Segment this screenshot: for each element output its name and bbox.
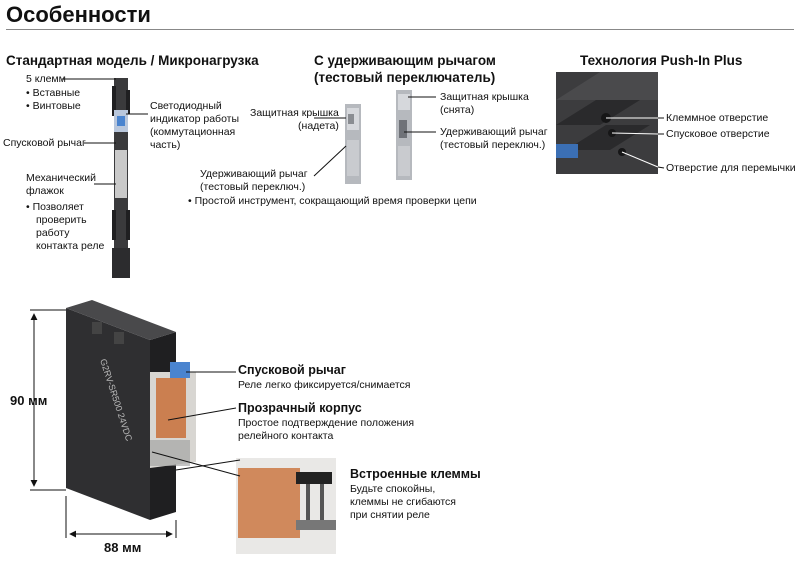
hold-lever-note: Простой инструмент, сокращающий время пр… <box>188 195 477 208</box>
width-dimension: 88 мм <box>104 540 142 555</box>
standard-relay-image <box>112 78 130 278</box>
push-in-plus-image <box>556 72 658 174</box>
cover-on-label: Защитная крышка (надета) <box>250 107 339 132</box>
main-leaders <box>151 371 241 477</box>
page-title: Особенности <box>6 2 151 27</box>
standard-model-heading: Стандартная модель / Микронагрузка <box>6 53 259 68</box>
built-in-terminals-title: Встроенные клеммы <box>350 467 481 481</box>
clear-case-desc: Простое подтверждение положения релейног… <box>238 417 415 442</box>
built-in-terminals-desc: Будьте спокойны, клеммы не сгибаются при… <box>350 483 456 521</box>
hold-relay-cover-on-image <box>345 104 361 184</box>
hold-relay-cover-off-image <box>396 90 412 180</box>
terminals-closeup-image <box>236 458 336 554</box>
release-hole-label: Спусковое отверстие <box>666 128 770 140</box>
push-in-leaders <box>606 117 659 168</box>
cover-off-label: Защитная крышка (снята) <box>440 91 529 116</box>
jumper-hole-label: Отверстие для перемычки <box>666 162 796 174</box>
release-lever-title: Спусковой рычаг <box>238 363 346 377</box>
main-relay-image: G2RV-SR500 24VDC <box>66 300 196 520</box>
led-indicator-label: Светодиодный индикатор работы (коммутаци… <box>150 100 240 151</box>
title-divider <box>6 29 794 30</box>
terminal-type-2: Винтовые <box>26 100 81 113</box>
standard-leaders <box>62 78 148 185</box>
terminals-count-label: 5 клемм <box>26 73 66 85</box>
release-lever-label: Спусковой рычаг <box>3 137 86 149</box>
dimension-lines <box>30 309 177 538</box>
terminal-hole-label: Клеммное отверстие <box>666 112 769 124</box>
hold-lever-right-label: Удерживающий рычаг (тестовый переключ.) <box>440 126 548 151</box>
hold-leaders <box>313 96 436 177</box>
hold-lever-heading: С удерживающим рычагом (тестовый переклю… <box>314 53 496 85</box>
clear-case-title: Прозрачный корпус <box>238 401 362 415</box>
mech-flag-label: Механический флажок <box>26 172 96 197</box>
push-in-heading: Технология Push-In Plus <box>580 53 743 68</box>
hold-lever-left-label: Удерживающий рычаг (тестовый переключ.) <box>200 168 308 193</box>
terminal-type-1: Вставные <box>26 87 81 100</box>
height-dimension: 90 мм <box>10 393 48 408</box>
flag-note: Позволяет проверить работу контакта реле <box>26 201 105 253</box>
release-lever-desc: Реле легко фиксируется/снимается <box>238 379 411 391</box>
